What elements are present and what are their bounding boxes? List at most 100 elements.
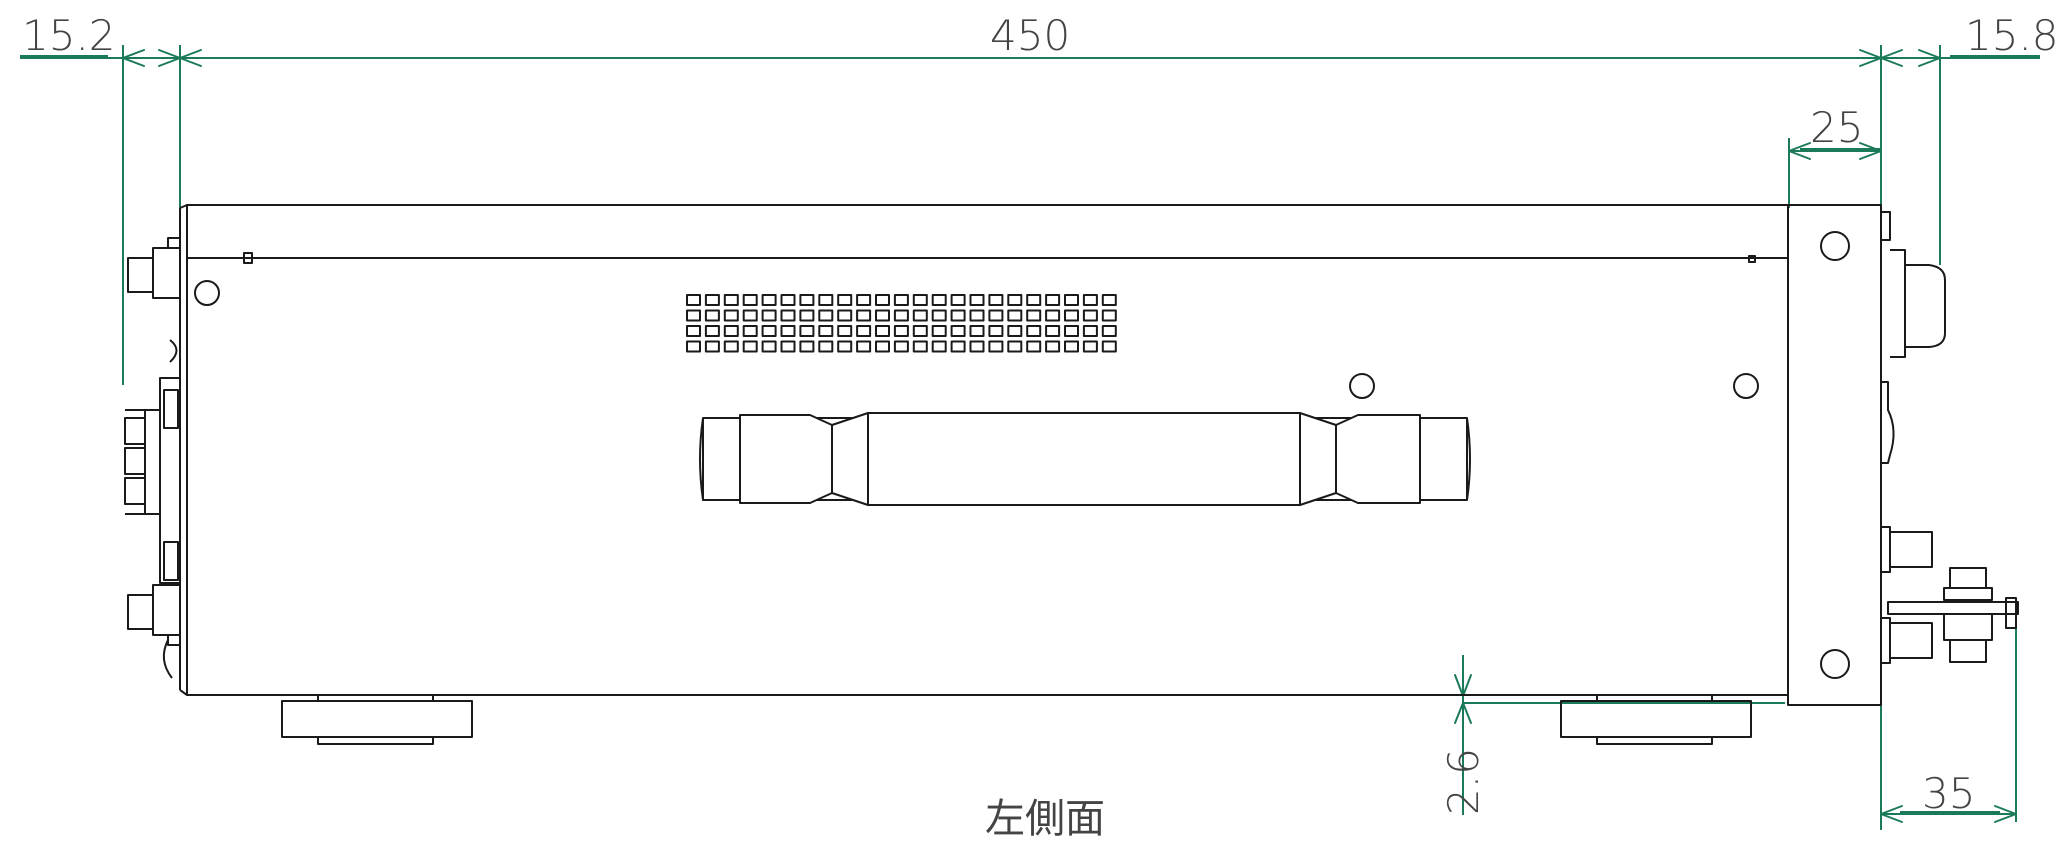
dim-left-offset: 15.2 (22, 11, 116, 60)
vent-slot (1026, 309, 1042, 322)
vent-slot (1007, 309, 1023, 322)
vent-slot (875, 309, 890, 322)
vent-slot (686, 294, 701, 306)
ventilation-slots (686, 294, 1117, 353)
vent-slot (856, 325, 872, 337)
vent-slot (1026, 340, 1042, 353)
vent-slot (950, 340, 966, 353)
vent-slot (875, 340, 890, 353)
vent-slot (969, 325, 985, 337)
vent-slot (1101, 340, 1117, 353)
vent-slot (742, 294, 758, 306)
vent-slot (856, 340, 872, 353)
vent-slot (988, 340, 1004, 353)
vent-slot (1064, 340, 1079, 353)
vent-slot (723, 340, 739, 353)
vent-slot (1082, 309, 1098, 322)
vent-slot (969, 294, 985, 306)
dim-rear-terminal: 35 (1922, 769, 1975, 818)
vent-slot (931, 294, 947, 306)
vent-slot (742, 340, 758, 353)
dimension-lines (20, 45, 2040, 830)
vent-slot (818, 340, 834, 353)
vent-slot (686, 325, 701, 337)
vent-slot (780, 325, 796, 337)
vent-slot (912, 294, 928, 306)
dim-foot-clearance: 2.6 (1439, 748, 1488, 815)
vent-slot (1026, 294, 1042, 306)
vent-slot (799, 294, 815, 306)
vent-slot (761, 325, 777, 337)
vent-slot (723, 294, 739, 306)
vent-slot (686, 309, 701, 322)
vent-slot (931, 309, 947, 322)
feet (281, 694, 1752, 745)
vent-slot (1064, 294, 1079, 306)
vent-slot (856, 294, 872, 306)
vent-slot (1026, 325, 1042, 337)
vent-slot (837, 325, 853, 337)
vent-slot (893, 340, 909, 353)
vent-slot (912, 340, 928, 353)
vent-slot (837, 340, 853, 353)
vent-slot (1045, 325, 1061, 337)
vent-slot (1007, 340, 1023, 353)
vent-slot (837, 309, 853, 322)
dimension-labels: 15.2 450 15.8 25 35 2.6 (22, 11, 2055, 818)
vent-slot (761, 294, 777, 306)
vent-slot (704, 340, 720, 353)
vent-slot (912, 325, 928, 337)
vent-slot (780, 340, 796, 353)
vent-slot (686, 340, 701, 353)
vent-slot (856, 309, 872, 322)
vent-slot (875, 294, 890, 306)
dim-body-width: 450 (990, 11, 1070, 60)
vent-slot (1101, 325, 1117, 337)
vent-slot (799, 325, 815, 337)
vent-slot (704, 325, 720, 337)
vent-slot (950, 325, 966, 337)
vent-slot (818, 309, 834, 322)
vent-slot (1007, 294, 1023, 306)
vent-slot (742, 325, 758, 337)
vent-slot (931, 325, 947, 337)
rear-panel (124, 204, 188, 696)
vent-slot (931, 340, 947, 353)
vent-slot (1082, 325, 1098, 337)
vent-slot (704, 294, 720, 306)
vent-slot (1082, 340, 1098, 353)
vent-slot (1064, 325, 1079, 337)
vent-slot (780, 309, 796, 322)
vent-slot (1064, 309, 1079, 322)
vent-slot (969, 309, 985, 322)
vent-slot (1007, 325, 1023, 337)
vent-slot (761, 309, 777, 322)
vent-slot (723, 309, 739, 322)
vent-slot (780, 294, 796, 306)
dim-front-panel: 25 (1810, 103, 1863, 152)
rear-terminal (1887, 567, 2019, 663)
vent-slot (837, 294, 853, 306)
vent-slot (988, 309, 1004, 322)
vent-slot (988, 325, 1004, 337)
vent-slot (893, 325, 909, 337)
vent-slot (1101, 294, 1117, 306)
vent-slot (799, 309, 815, 322)
vent-slot (875, 325, 890, 337)
front-panel (1787, 204, 1946, 706)
vent-slot (969, 340, 985, 353)
vent-slot (799, 340, 815, 353)
vent-slot (1082, 294, 1098, 306)
vent-slot (704, 309, 720, 322)
vent-slot (818, 325, 834, 337)
vent-slot (988, 294, 1004, 306)
carry-handle (699, 412, 1471, 506)
vent-slot (1101, 309, 1117, 322)
vent-slot (950, 294, 966, 306)
vent-slot (818, 294, 834, 306)
vent-slot (742, 309, 758, 322)
view-label: 左側面 (985, 796, 1105, 842)
vent-slot (950, 309, 966, 322)
vent-slot (893, 294, 909, 306)
